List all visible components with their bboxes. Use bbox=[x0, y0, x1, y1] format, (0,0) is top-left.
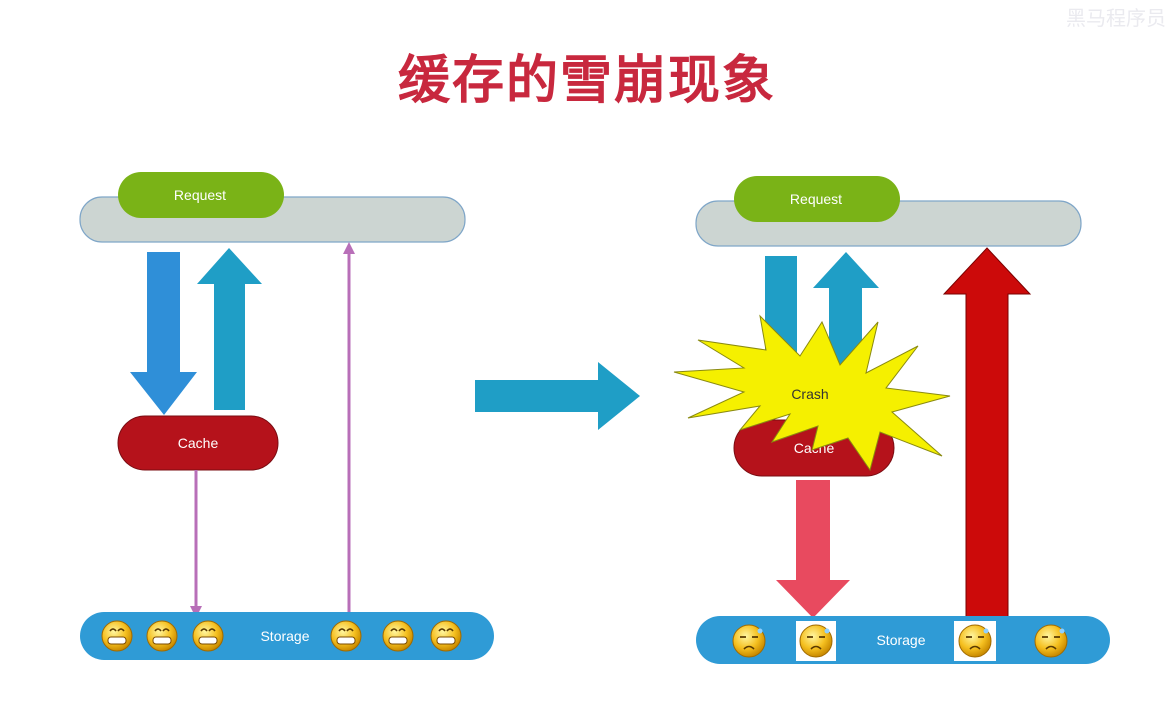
crash-label: Crash bbox=[791, 386, 828, 402]
left-down-arrow bbox=[130, 252, 197, 415]
left-smile-faces bbox=[101, 620, 462, 652]
right-panel: Request Cache Crash Storage bbox=[673, 176, 1110, 664]
smile-icon bbox=[101, 620, 133, 652]
left-cache-node bbox=[117, 415, 279, 471]
left-up-arrow bbox=[197, 248, 262, 410]
right-storage-label: Storage bbox=[876, 632, 925, 648]
left-storage-label: Storage bbox=[260, 628, 309, 644]
right-storage-request-arrow bbox=[942, 247, 1032, 619]
distressed-face-icon bbox=[1034, 624, 1068, 658]
right-request-node bbox=[734, 176, 900, 222]
left-storage-request-arrowhead bbox=[343, 242, 355, 254]
left-request-node bbox=[118, 172, 284, 218]
smile-icon bbox=[382, 620, 414, 652]
smile-icon bbox=[330, 620, 362, 652]
watermark: 黑马程序员 bbox=[1066, 6, 1166, 30]
smile-icon bbox=[146, 620, 178, 652]
page-title: 缓存的雪崩现象 bbox=[397, 51, 776, 111]
right-cache-storage-arrow bbox=[776, 480, 850, 618]
smile-icon bbox=[430, 620, 462, 652]
right-distressed-faces bbox=[732, 621, 1068, 661]
distressed-face-icon bbox=[799, 624, 833, 658]
transition-arrow bbox=[475, 362, 640, 430]
smile-icon bbox=[192, 620, 224, 652]
left-request-label: Request bbox=[174, 187, 226, 203]
crash-starburst bbox=[673, 314, 951, 472]
left-panel: Request Cache Storage bbox=[79, 172, 494, 660]
distressed-face-icon bbox=[958, 624, 992, 658]
right-request-label: Request bbox=[790, 191, 842, 207]
distressed-face-icon bbox=[732, 624, 766, 658]
left-cache-label: Cache bbox=[178, 435, 219, 451]
